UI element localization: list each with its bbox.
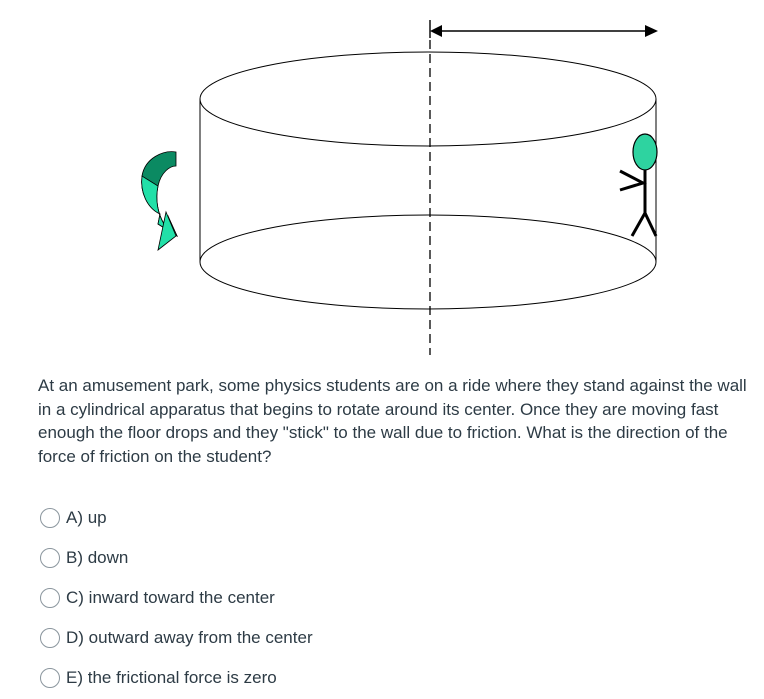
rotation-arrow-icon — [141, 151, 178, 251]
question-text: At an amusement park, some physics stude… — [38, 376, 747, 466]
answer-label: A) up — [66, 508, 107, 527]
radio-button-icon[interactable] — [40, 628, 60, 648]
radio-button-icon[interactable] — [40, 668, 60, 688]
answer-list: A) up B) down C) inward toward the cente… — [40, 498, 313, 698]
answer-option-c[interactable]: C) inward toward the center — [40, 578, 313, 618]
stick-figure-student-icon — [619, 133, 658, 237]
radio-button-icon[interactable] — [40, 588, 60, 608]
answer-label: D) outward away from the center — [66, 628, 313, 647]
answer-label: B) down — [66, 548, 129, 567]
radius-arrow-icon — [429, 20, 658, 38]
answer-label: C) inward toward the center — [66, 588, 275, 607]
cylinder-diagram — [141, 20, 658, 355]
answer-option-e[interactable]: E) the frictional force is zero — [40, 658, 313, 698]
cylinder — [199, 51, 657, 310]
radio-button-icon[interactable] — [40, 508, 60, 528]
answer-option-d[interactable]: D) outward away from the center — [40, 618, 313, 658]
answer-option-b[interactable]: B) down — [40, 538, 313, 578]
radio-button-icon[interactable] — [40, 548, 60, 568]
answer-label: E) the frictional force is zero — [66, 668, 277, 687]
answer-option-a[interactable]: A) up — [40, 498, 313, 538]
